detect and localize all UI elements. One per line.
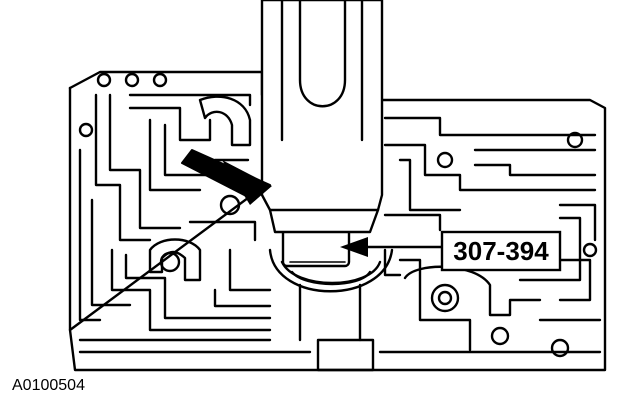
- servo-bore: [268, 224, 394, 342]
- tool-number-label: 307-394: [453, 236, 549, 266]
- special-tool: [260, 0, 384, 234]
- figure-id: A0100504: [12, 377, 85, 394]
- leader-arrow-icon: [340, 237, 444, 257]
- tool-number-callout: 307-394: [440, 230, 562, 272]
- arrow-icon: [181, 149, 272, 205]
